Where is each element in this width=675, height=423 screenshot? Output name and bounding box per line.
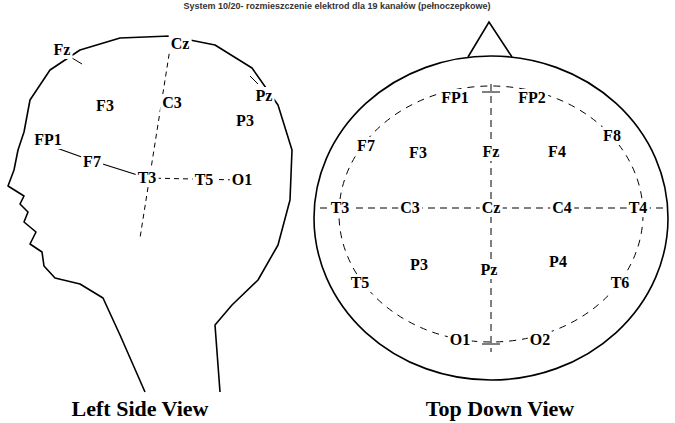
electrode-label: Pz (254, 87, 275, 105)
electrode-label: T5 (193, 171, 216, 189)
view-caption: Left Side View (70, 398, 211, 420)
electrode-label: P3 (234, 112, 256, 130)
electrode-label: C3 (160, 94, 184, 112)
electrode-label: F7 (355, 137, 377, 155)
electrode-label: Cz (480, 199, 503, 217)
coronal-line (140, 36, 172, 238)
cross-tick (482, 344, 500, 345)
electrode-label: T3 (329, 199, 352, 217)
electrode-label: T5 (349, 274, 372, 292)
electrode-label: F4 (546, 143, 568, 161)
electrode-label: O2 (528, 331, 552, 349)
electrode-label: F3 (94, 97, 116, 115)
electrode-label: Fz (481, 143, 502, 161)
electrode-label: FP1 (439, 89, 471, 107)
head-profile (8, 36, 292, 392)
cross-tick (482, 92, 500, 93)
view-caption: Top Down View (424, 398, 576, 420)
electrode-label: FP2 (516, 89, 548, 107)
electrode-label: C3 (398, 199, 422, 217)
leader-line (72, 58, 82, 64)
diagram-title: System 10/20- rozmieszczenie elektrod dl… (183, 2, 490, 11)
electrode-label: P4 (547, 253, 569, 271)
electrode-label: F3 (407, 144, 429, 162)
electrode-label: O1 (448, 331, 472, 349)
electrode-label: T6 (609, 274, 632, 292)
electrode-label: O1 (230, 171, 254, 189)
electrode-label: T3 (136, 169, 159, 187)
sagittal-line (491, 84, 492, 352)
nose-outline (468, 22, 512, 57)
leader-line (250, 76, 258, 84)
electrode-label: Cz (169, 35, 192, 53)
head-outline (314, 56, 668, 380)
electrode-label: P3 (408, 256, 430, 274)
electrode-label: T4 (627, 199, 650, 217)
electrode-label: Fz (52, 41, 73, 59)
electrode-label: F8 (601, 127, 623, 145)
electrode-label: Pz (479, 261, 500, 279)
electrode-label: F7 (81, 153, 103, 171)
electrode-label: FP1 (32, 131, 64, 149)
electrode-label: C4 (550, 199, 574, 217)
